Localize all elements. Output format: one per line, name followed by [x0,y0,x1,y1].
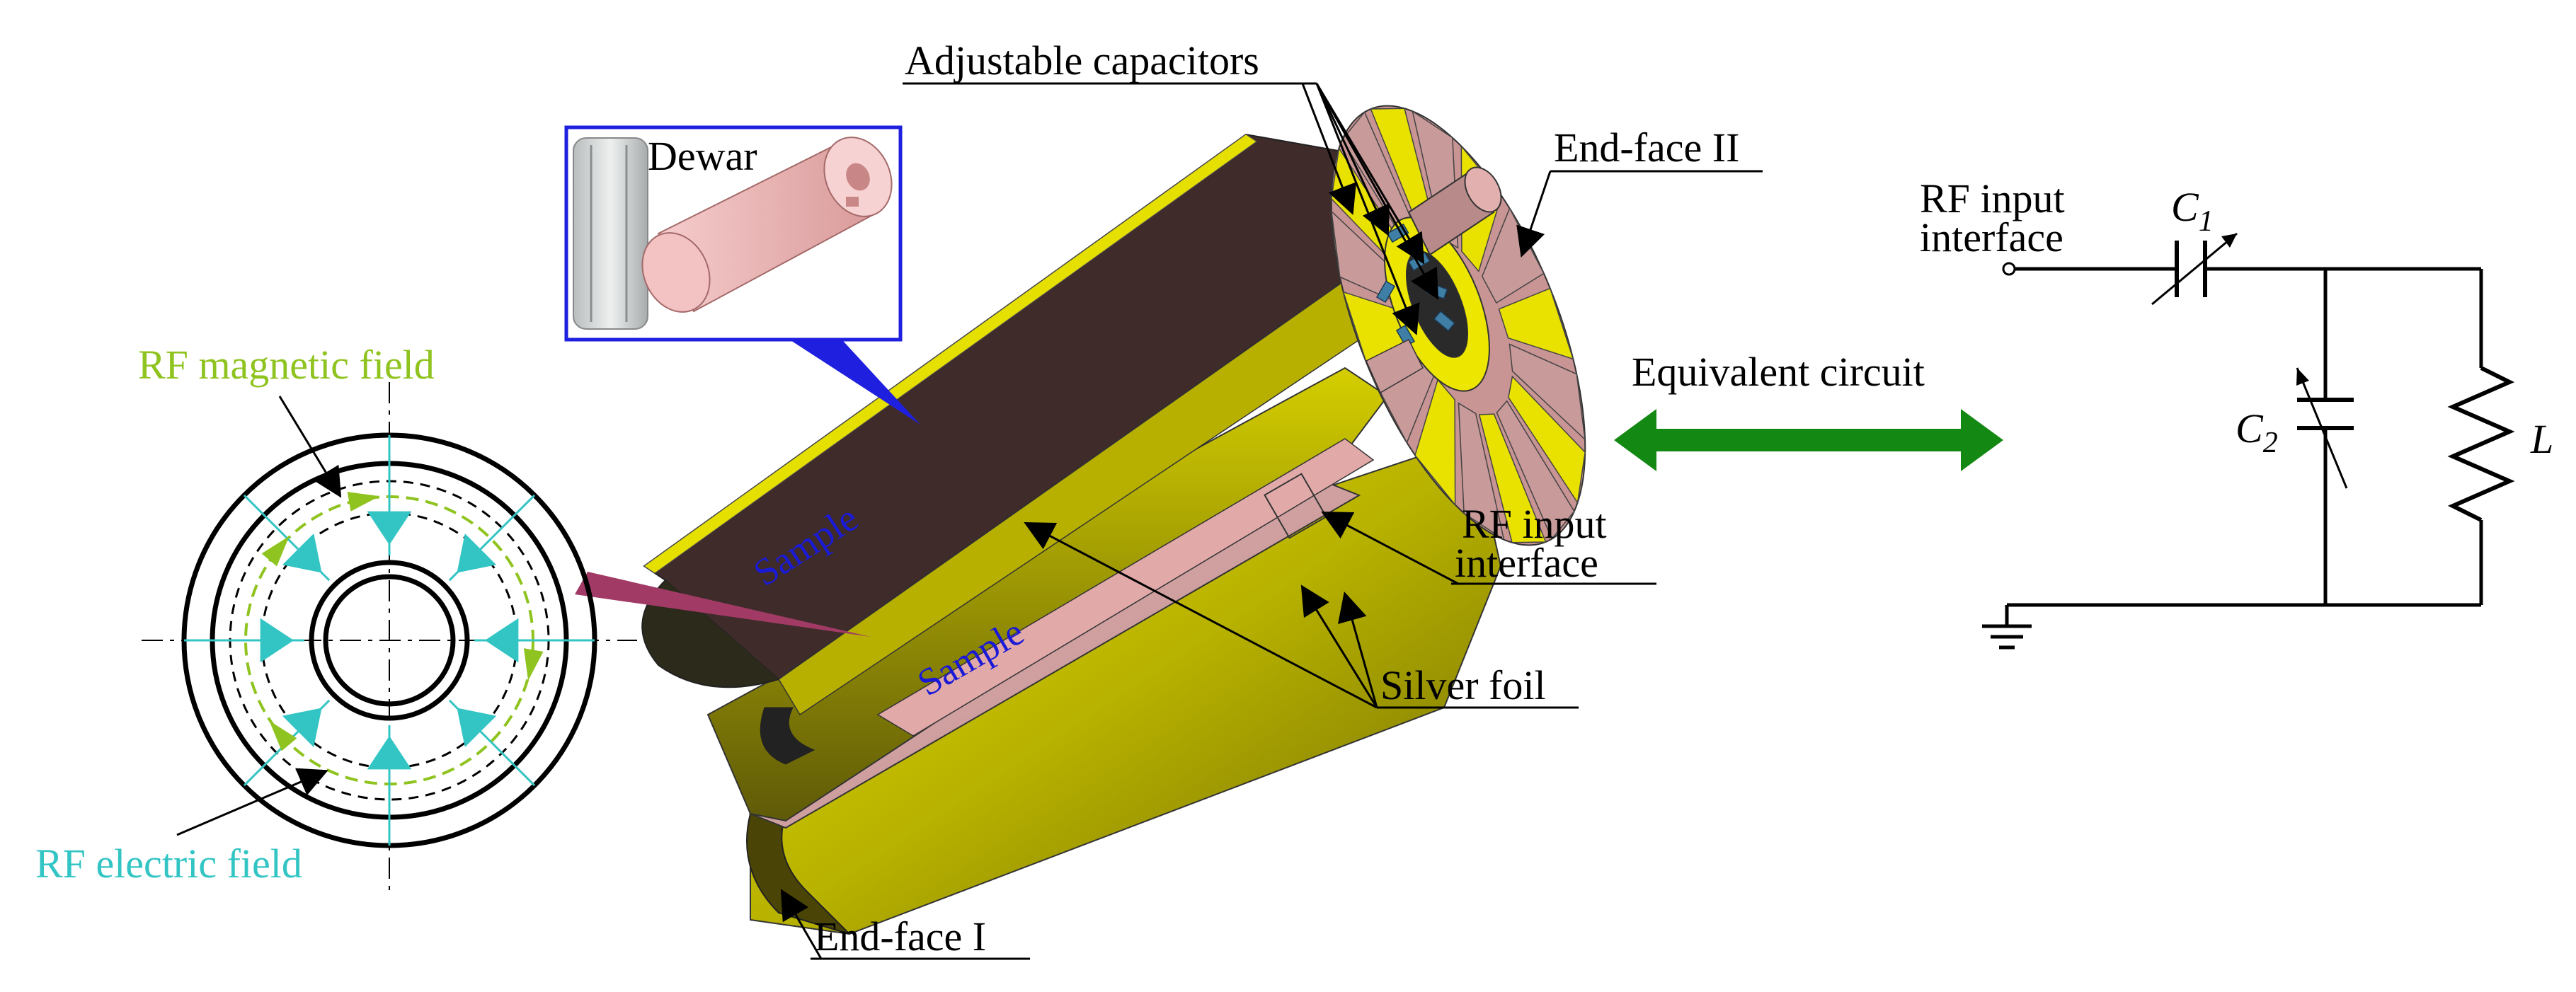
rf-input-connector [1366,338,1424,394]
dewar-pink-cylinder [641,137,893,313]
electric-field-arrowhead [367,511,412,545]
end-face-2-segment [1498,287,1574,360]
end-face-2-segment [1478,413,1547,543]
rf-electric-field-label: RF electric field [35,841,302,887]
adjustable-capacitors-label: Adjustable capacitors [905,38,1259,83]
sample-lower-pink [876,438,1375,737]
inductor-label: L [2530,416,2553,462]
electric-field-arrowhead [260,618,294,663]
inductor-zigzag [2447,366,2515,522]
upper-yellow-edge [643,134,1257,574]
magnetic-field-arrowhead [347,492,380,512]
dewar-label: Dewar [648,133,757,179]
circuit-rf-input-line2: interface [1920,214,2063,260]
electric-field-arrowhead [485,618,519,663]
magnetic-field-arrowhead [269,720,297,751]
rf-magnetic-field-label: RF magnetic field [138,342,435,388]
end-face-2-segment [1414,379,1456,507]
equivalent-circuit-label: Equivalent circuit [1632,349,1925,395]
end-face-2-segment [1508,375,1586,504]
equivalent-circuit-double-arrow [1614,409,2003,471]
end-face-2-segment [1458,402,1505,541]
end-face-2-segment [1509,343,1586,442]
rf-input-label-line1: RF input [1462,501,1607,547]
electric-field-arrowhead [457,708,497,748]
rf-input-terminal [2002,262,2016,276]
magnetic-field-arrows [261,492,544,751]
inner-tube-inner [323,574,456,707]
magnetic-field-arrowhead [261,536,290,567]
silver-foil-label: Silver foil [1380,662,1546,708]
rf-input-label-line2: interface [1455,540,1598,586]
rf-input-port [1264,473,1327,539]
electric-field-arrowhead [367,736,412,770]
c2-variable-arrow [2296,367,2348,489]
electric-field-arrowhead [457,533,497,573]
dewar-glass-tube [573,137,648,330]
dewar-callout: Dewar [564,125,920,425]
dewar-callout-pointer [779,333,920,425]
end-face-2-label: End-face II [1554,125,1739,171]
end-face-2-segment [1496,400,1575,540]
end-face-1-slot [760,707,815,765]
c2-label: C2 [2236,405,2278,459]
magnetic-field-arrowhead [523,648,544,681]
cross-section-pointer [575,572,871,637]
top-connector [1407,166,1502,256]
end-face-1-shell [746,813,850,935]
end-face-2-segment [1481,207,1545,304]
resonator-3d-model [641,105,1586,935]
circuit-rf-input-line1: RF input [1920,175,2065,221]
equivalent-circuit [1982,232,2515,650]
annotations [176,82,1763,960]
c1-label: C1 [2171,184,2214,238]
cross-section [142,382,871,892]
c1-variable-arrow [2151,232,2238,306]
electric-field-arrowhead [282,533,322,573]
electric-field-arrowhead [282,708,322,748]
inner-tube-outer [309,560,470,721]
end-face-1-label: End-face I [814,913,986,959]
